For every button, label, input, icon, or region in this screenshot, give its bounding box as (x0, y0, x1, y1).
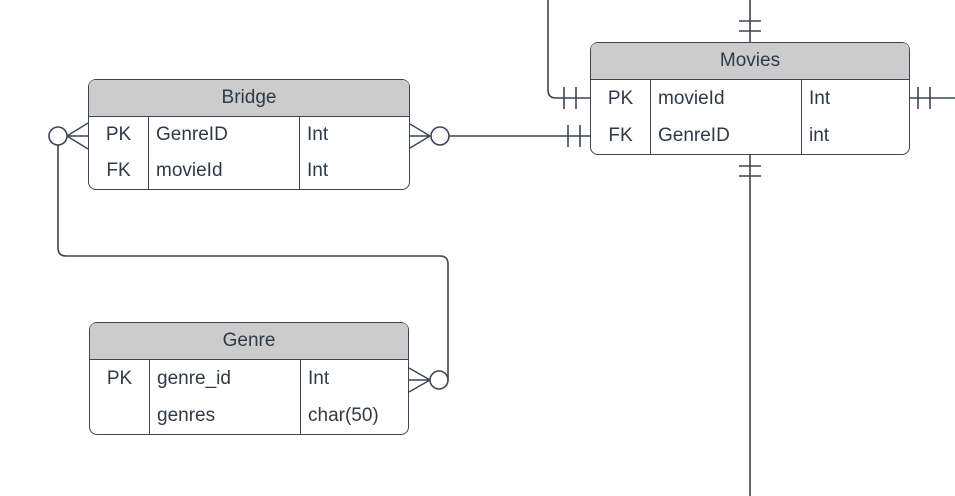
table-row: genres char(50) (90, 397, 408, 434)
type-cell: Int (299, 153, 409, 189)
connector-bridge-genre[interactable] (48, 122, 449, 393)
table-row: PK GenreID Int (89, 117, 409, 153)
connector-line[interactable] (57, 145, 449, 380)
entity-bridge[interactable]: Bridge PK GenreID Int FK movieId Int (88, 79, 410, 190)
field-cell: genres (149, 397, 300, 434)
connector-movies-right-offscreen[interactable] (910, 87, 955, 109)
field-cell: movieId (650, 80, 801, 117)
table-row: PK genre_id Int (90, 360, 408, 397)
type-cell: char(50) (300, 397, 408, 434)
field-cell: GenreID (650, 117, 801, 154)
entity-movies[interactable]: Movies PK movieId Int FK GenreID int (590, 42, 910, 155)
key-cell: FK (106, 160, 131, 181)
entity-genre-title: Genre (90, 323, 408, 360)
zero-circle-icon (429, 370, 449, 390)
table-row: FK movieId Int (89, 153, 409, 189)
connector-line[interactable] (547, 0, 590, 99)
crows-foot-many-icon (66, 122, 89, 150)
one-and-only-one-ticks-icon (739, 165, 761, 177)
zero-circle-icon (430, 126, 450, 146)
one-and-only-one-ticks-icon (917, 87, 931, 109)
one-and-only-one-ticks-icon (739, 20, 761, 32)
type-cell: Int (300, 360, 408, 397)
entity-bridge-title: Bridge (89, 80, 409, 117)
key-cell: PK (106, 367, 133, 389)
entity-movies-body: PK movieId Int FK GenreID int (591, 80, 909, 154)
crows-foot-many-icon (408, 367, 431, 393)
crows-foot-many-icon (409, 123, 431, 149)
entity-bridge-body: PK GenreID Int FK movieId Int (89, 117, 409, 189)
entity-genre[interactable]: Genre PK genre_id Int genres char(50) (89, 322, 409, 435)
field-cell: GenreID (148, 117, 299, 153)
connector-movies-left-offscreen[interactable] (547, 0, 590, 109)
field-cell: genre_id (149, 360, 300, 397)
key-cell: PK (105, 124, 132, 145)
zero-circle-icon (48, 126, 68, 146)
key-cell: FK (608, 124, 633, 146)
type-cell: Int (299, 117, 409, 153)
table-row: PK movieId Int (591, 80, 909, 117)
key-cell: PK (607, 87, 634, 109)
type-cell: int (801, 117, 909, 154)
type-cell: Int (801, 80, 909, 117)
table-row: FK GenreID int (591, 117, 909, 154)
entity-movies-title: Movies (591, 43, 909, 80)
one-and-only-one-ticks-icon (563, 87, 577, 109)
entity-genre-body: PK genre_id Int genres char(50) (90, 360, 408, 434)
field-cell: movieId (148, 153, 299, 189)
connector-bridge-movies[interactable] (409, 123, 590, 149)
key-cell (90, 397, 149, 434)
connector-movies-bottom-offscreen[interactable] (739, 155, 761, 496)
connector-movies-top-offscreen[interactable] (739, 0, 761, 42)
one-and-only-one-ticks-icon (567, 125, 581, 147)
